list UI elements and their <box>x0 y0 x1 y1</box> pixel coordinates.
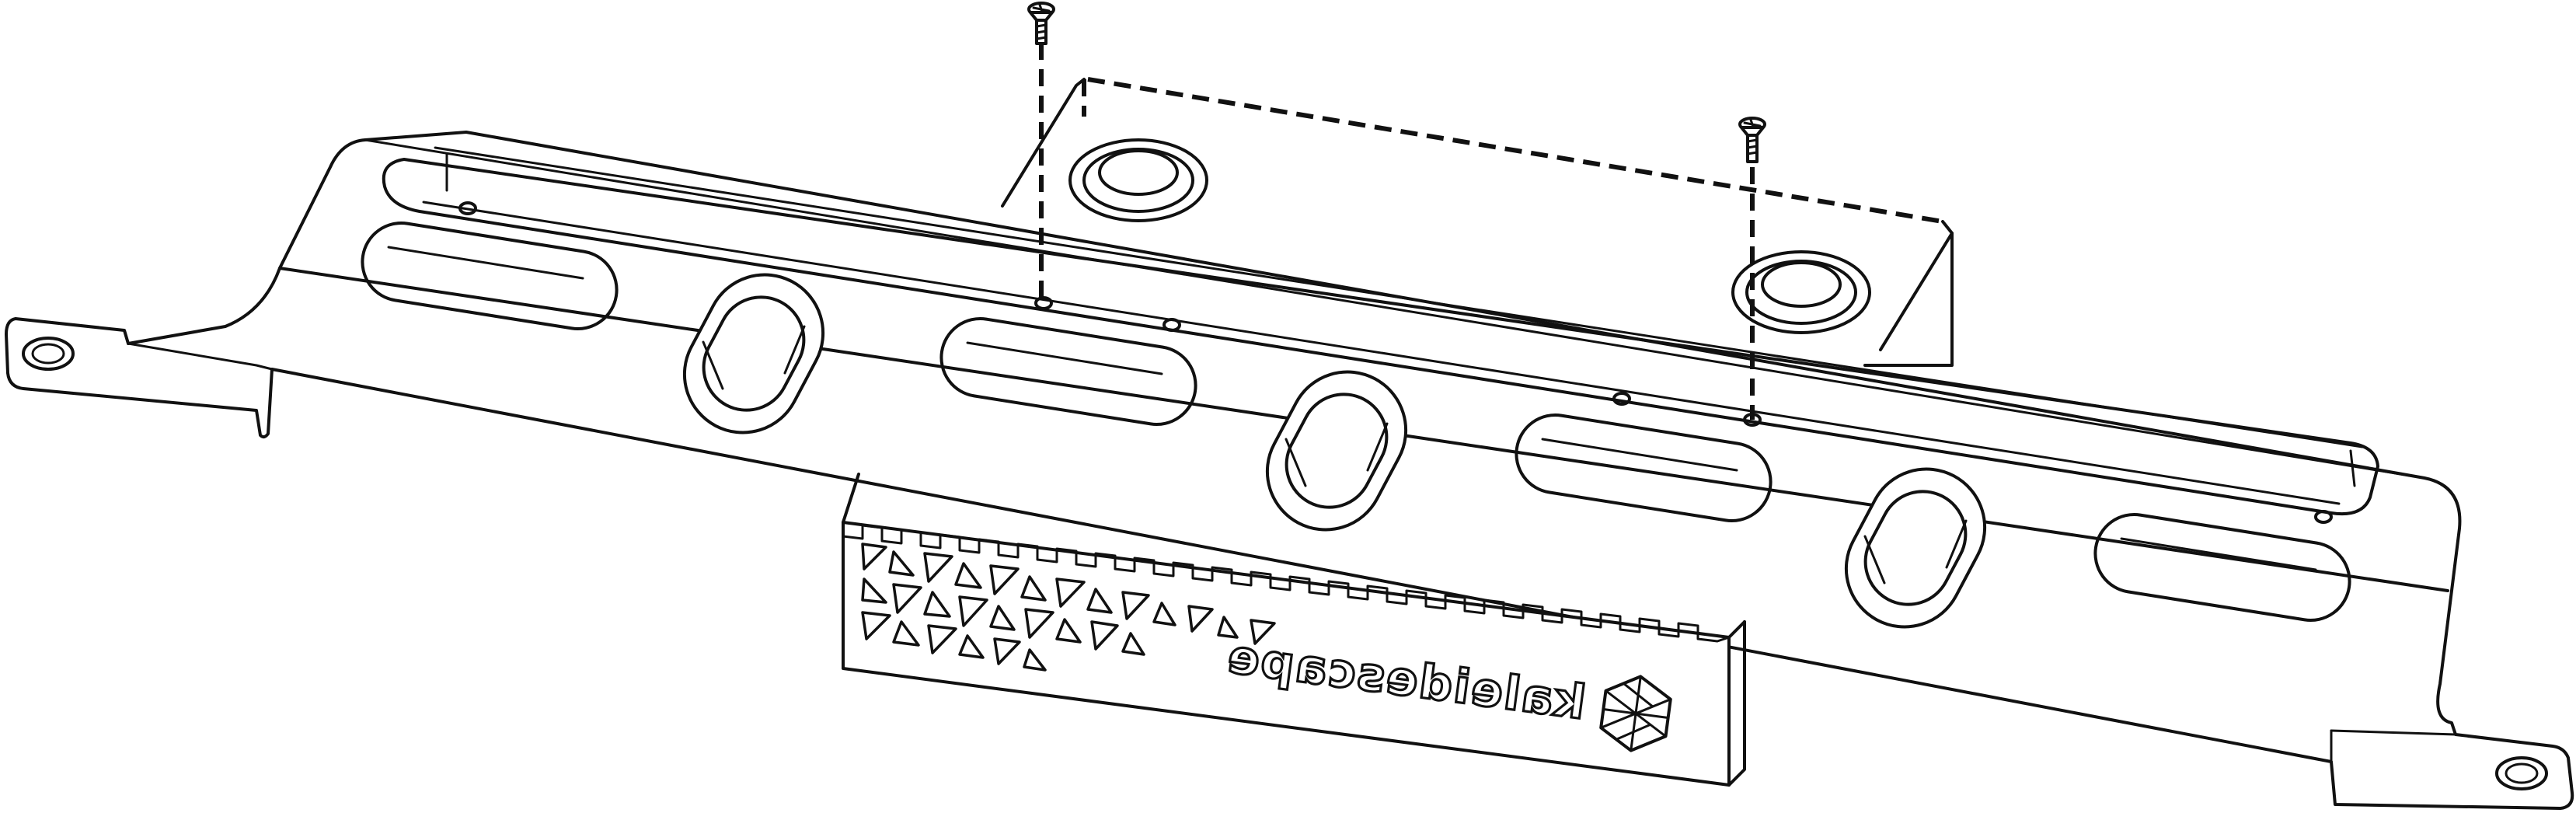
mounting-bracket <box>5 131 2574 810</box>
pilot-hole-2 <box>1163 318 1181 332</box>
vent-slot-3 <box>1515 413 1773 522</box>
boss-2 <box>1265 370 1408 532</box>
vent-slot-4 <box>2093 513 2351 622</box>
rubber-foot-left <box>1068 138 1208 222</box>
ear-slot-left <box>22 337 75 371</box>
ear-slot-right <box>2495 756 2548 790</box>
screw-right <box>1738 117 1766 420</box>
vent-slot-1 <box>361 222 619 330</box>
player-unit-back <box>1001 77 1954 367</box>
screw-left <box>1027 2 1055 303</box>
kaleidescape-logo-icon <box>1599 675 1672 752</box>
boss-1 <box>682 273 825 434</box>
boss-3 <box>1844 467 1987 629</box>
rubber-foot-right <box>1731 250 1871 334</box>
pilot-hole-4 <box>2314 510 2333 524</box>
triangle-pattern <box>861 543 1276 672</box>
vent-slot-2 <box>939 317 1197 426</box>
player-unit-front: kaleidescape <box>842 473 1746 787</box>
screw-icon <box>1027 2 1055 45</box>
screw-icon <box>1738 117 1766 163</box>
pilot-hole-1 <box>458 201 477 215</box>
pilot-hole-3 <box>1612 392 1631 406</box>
